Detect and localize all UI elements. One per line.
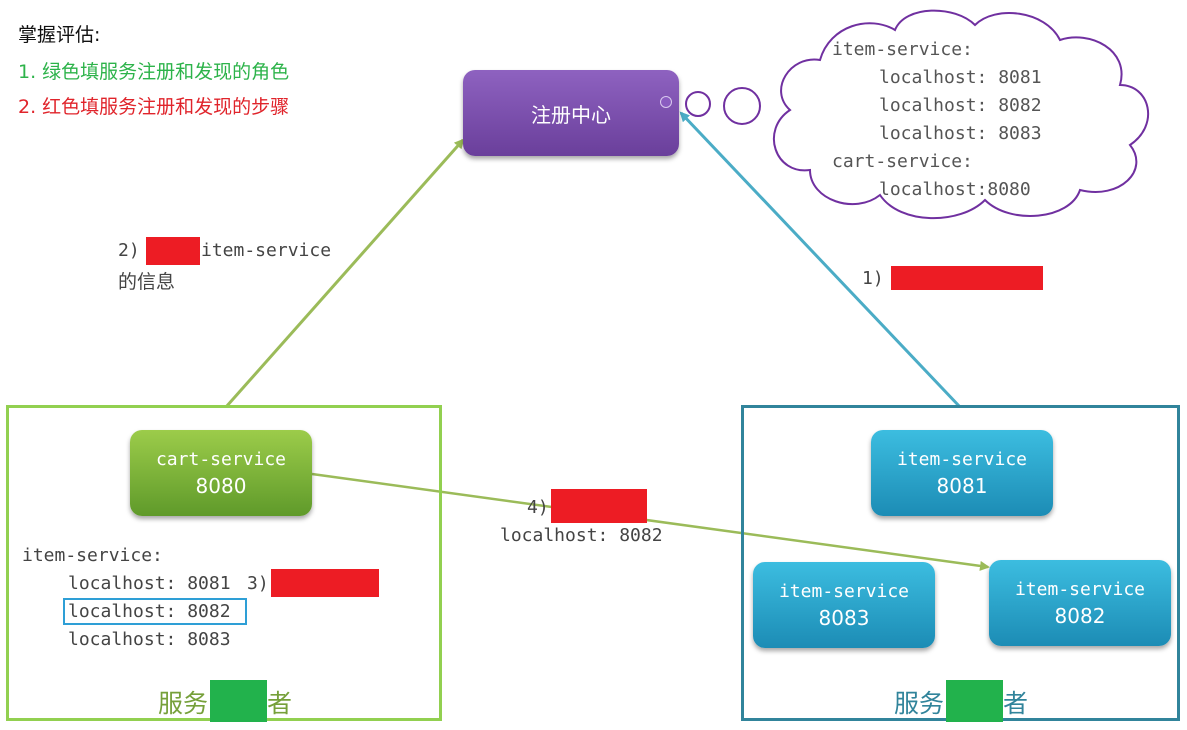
step2-redaction[interactable] bbox=[146, 237, 200, 265]
consumer-role-suffix: 者 bbox=[267, 689, 293, 718]
item-service-port: 8082 bbox=[1054, 604, 1106, 628]
item-service-port: 8081 bbox=[936, 474, 988, 498]
consumer-list-8083: localhost: 8083 bbox=[68, 629, 231, 650]
cloud-line-8080: localhost:8080 bbox=[879, 179, 1031, 200]
consumer-list-8082: localhost: 8082 bbox=[68, 601, 231, 622]
thought-bubble-small bbox=[685, 91, 711, 117]
consumer-list-title: item-service: bbox=[22, 545, 163, 566]
thought-bubble-medium bbox=[723, 87, 761, 125]
cloud-line-item-service: item-service: bbox=[832, 39, 973, 60]
step3-prefix: 3) bbox=[247, 573, 269, 594]
header-title: 掌握评估: bbox=[18, 24, 101, 46]
registry-label: 注册中心 bbox=[531, 102, 611, 127]
cloud-line-8082: localhost: 8082 bbox=[879, 95, 1042, 116]
item-service-port: 8083 bbox=[818, 606, 870, 630]
cloud-line-8081: localhost: 8081 bbox=[879, 67, 1042, 88]
item-service-name: item-service bbox=[778, 581, 910, 602]
registry-cloud bbox=[772, 9, 1149, 220]
cart-service-port: 8080 bbox=[195, 474, 247, 498]
hint-red: 2. 红色填服务注册和发现的步骤 bbox=[18, 96, 290, 118]
provider-role-prefix: 服务 bbox=[894, 689, 945, 718]
arrow-remote-call bbox=[311, 472, 990, 571]
hint-green: 1. 绿色填服务注册和发现的角色 bbox=[18, 61, 290, 83]
cart-service-name: cart-service bbox=[155, 449, 287, 470]
provider-role-suffix: 者 bbox=[1003, 689, 1029, 718]
arrow-register bbox=[679, 111, 962, 409]
step1-prefix: 1) bbox=[862, 268, 884, 289]
item-service-8083-node[interactable]: item-service 8083 bbox=[753, 562, 935, 648]
step4-prefix: 4) bbox=[527, 497, 549, 518]
step2-prefix: 2) bbox=[118, 240, 140, 261]
consumer-list-8081: localhost: 8081 bbox=[68, 573, 231, 594]
cloud-line-cart-service: cart-service: bbox=[832, 151, 973, 172]
step1-redaction[interactable] bbox=[891, 266, 1043, 290]
cart-service-node[interactable]: cart-service 8080 bbox=[130, 430, 312, 516]
item-service-8081-node[interactable]: item-service 8081 bbox=[871, 430, 1053, 516]
provider-role-redaction[interactable] bbox=[946, 680, 1003, 722]
consumer-role-redaction[interactable] bbox=[210, 680, 267, 722]
step4-target: localhost: 8082 bbox=[500, 525, 663, 546]
step2-line2: 的信息 bbox=[118, 271, 176, 293]
item-service-name: item-service bbox=[1014, 579, 1146, 600]
step4-redaction[interactable] bbox=[551, 489, 647, 523]
arrow-pull-registry bbox=[224, 138, 465, 408]
item-service-name: item-service bbox=[896, 449, 1028, 470]
selected-instance-highlight bbox=[63, 598, 247, 625]
step2-suffix: item-service bbox=[201, 240, 332, 261]
registry-center[interactable]: 注册中心 bbox=[463, 70, 679, 156]
item-service-8082-node[interactable]: item-service 8082 bbox=[989, 560, 1171, 646]
registry-connector-dot bbox=[660, 96, 672, 108]
cloud-line-8083: localhost: 8083 bbox=[879, 123, 1042, 144]
consumer-role-prefix: 服务 bbox=[158, 689, 209, 718]
step3-redaction[interactable] bbox=[271, 569, 379, 597]
